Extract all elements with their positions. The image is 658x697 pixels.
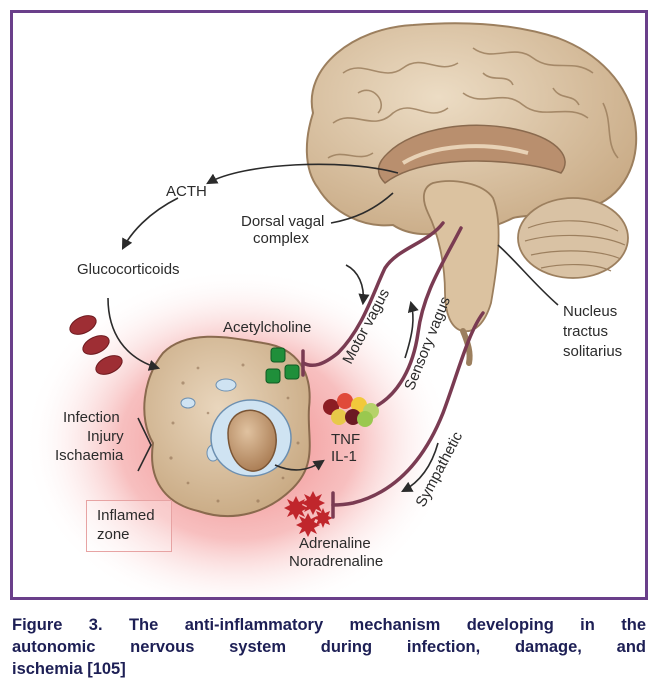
acetylcholine-label: Acetylcholine: [223, 319, 312, 336]
causes-bracket: [137, 417, 152, 472]
noradrenaline-label: Noradrenaline: [289, 553, 384, 570]
acetylcholine-molecules: [265, 347, 300, 384]
nerve-fibers: [301, 221, 485, 519]
figure-frame: ACTH Dorsal vagal complex Glucocorticoid…: [10, 10, 648, 600]
cell-to-cytokine-arrow: [274, 459, 325, 471]
sensory-vagus-arrow: [404, 300, 419, 359]
nucleus-label-line3: solitarius: [563, 343, 623, 360]
infection-label: Infection: [63, 409, 120, 426]
inflamed-label-line1: Inflamed: [97, 507, 155, 524]
dorsal-vagal-label-line2: complex: [253, 230, 309, 247]
glucocorticoid-molecules: [69, 315, 123, 375]
inflamed-label-line2: zone: [97, 526, 130, 543]
il1-label: IL-1: [331, 448, 357, 465]
caption-line-3: ischemia [105]: [12, 660, 126, 678]
macrophage-cell: [143, 335, 311, 518]
cytokine-molecules: [323, 393, 379, 427]
dorsal-vagal-leader: [330, 192, 394, 224]
caption-line-1: Figure 3. The anti-inflammatory mechanis…: [12, 616, 646, 634]
nucleus-label-line1: Nucleus: [563, 303, 618, 320]
ischaemia-label: Ischaemia: [55, 447, 124, 464]
tnf-label: TNF: [331, 431, 361, 448]
dorsal-vagal-label-line1: Dorsal vagal: [241, 213, 325, 230]
caption-line-2: autonomic nervous system during infectio…: [12, 638, 646, 656]
brain-illustration: [305, 22, 638, 366]
adrenaline-label: Adrenaline: [299, 535, 371, 552]
motor-vagus-arrow: [345, 264, 370, 306]
nucleus-label-line2: tractus: [563, 323, 609, 340]
figure-caption: Figure 3. The anti-inflammatory mechanis…: [12, 614, 646, 680]
sympathetic-arrow: [401, 442, 439, 493]
diagram-illustration: [23, 22, 638, 597]
glucocorticoids-label: Glucocorticoids: [77, 261, 180, 278]
injury-label: Injury: [87, 428, 124, 445]
glucocorticoids-to-cell-arrow: [107, 297, 161, 371]
acth-label: ACTH: [166, 183, 207, 200]
brain-to-acth-arrow: [206, 163, 399, 185]
nucleus-leader: [497, 244, 559, 306]
inflamed-zone-box: [86, 500, 172, 552]
acth-to-glucocorticoids-arrow: [121, 197, 179, 250]
adrenaline-molecules: [284, 491, 333, 537]
